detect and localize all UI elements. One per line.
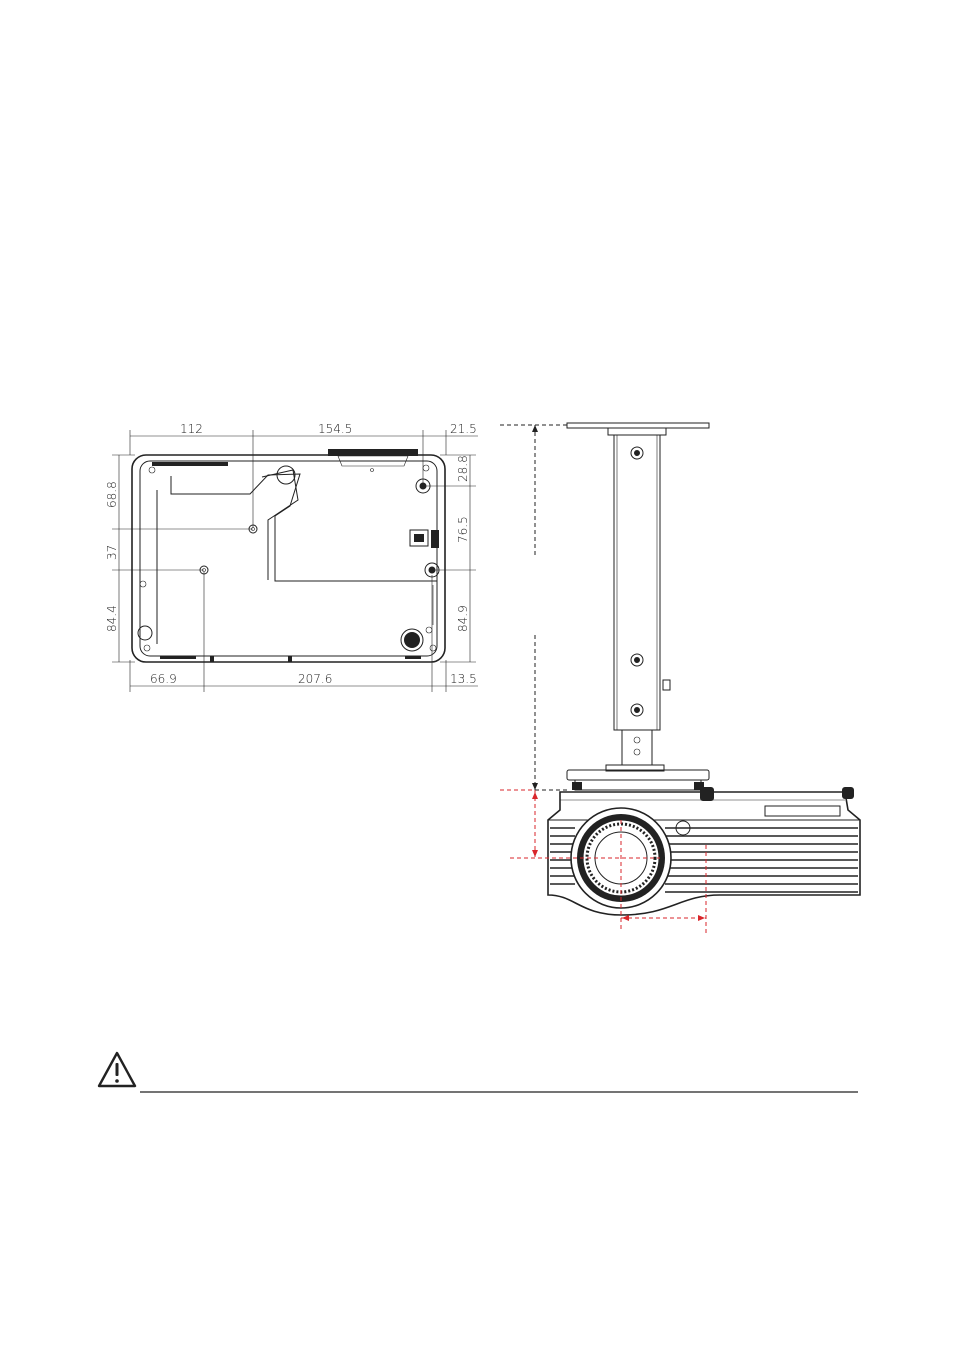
dim-top-2: 154.5 [318,422,352,436]
dim-left-3: 84.4 [105,605,119,632]
dim-right-3: 84.9 [456,605,470,632]
dim-top-1: 112 [180,422,203,436]
ceiling-mount-front-view [500,422,861,935]
dim-right-2: 76.5 [456,516,470,543]
warning-triangle-icon [97,1051,137,1088]
dim-top-3: 21.5 [450,422,477,436]
dim-left-2: 37 [105,545,119,560]
dim-bottom-3: 13.5 [450,672,477,686]
projector-bottom-view [112,430,478,692]
vent-grille [550,827,858,893]
dim-bottom-2: 207.6 [298,672,332,686]
dim-right-1: 28.8 [456,455,470,482]
dim-left-1: 68.8 [105,481,119,508]
dim-bottom-1: 66.9 [150,672,177,686]
